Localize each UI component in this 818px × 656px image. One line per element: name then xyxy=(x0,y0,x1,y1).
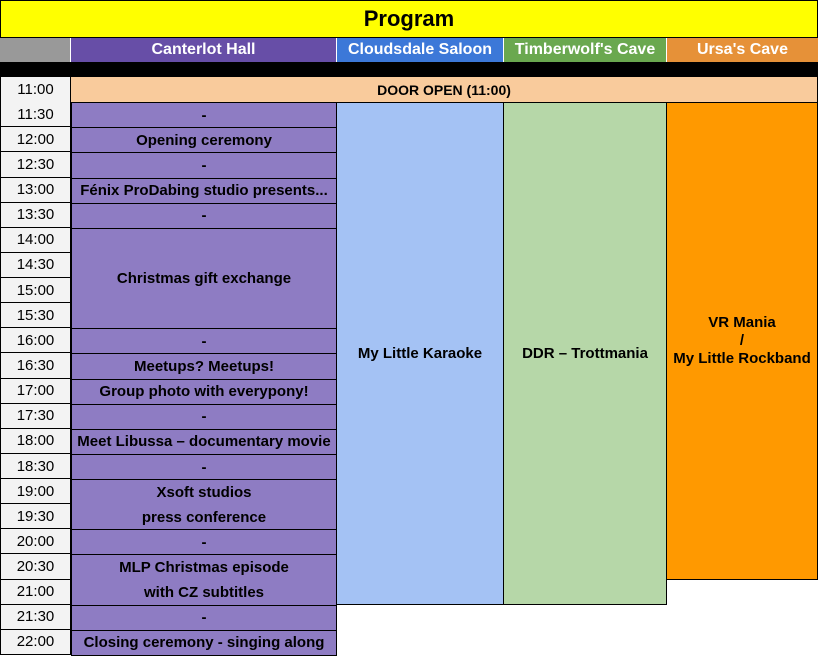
canterlot-event-line: MLP Christmas episode xyxy=(119,559,289,577)
page-title: Program xyxy=(0,0,818,38)
ursa-event-line3: My Little Rockband xyxy=(673,350,811,367)
canterlot-event: - xyxy=(71,153,337,179)
room-header-ursas-cave: Ursa's Cave xyxy=(667,38,818,62)
time-slot: 22:00 xyxy=(0,629,71,655)
room-header-timberwolfs-cave: Timberwolf's Cave xyxy=(504,38,667,62)
time-slot: 18:30 xyxy=(0,453,71,480)
door-open-banner: DOOR OPEN (11:00) xyxy=(71,77,818,103)
canterlot-event: Meet Libussa – documentary movie xyxy=(71,429,337,455)
time-slot: 14:00 xyxy=(0,227,71,253)
ursa-event-line2: / xyxy=(739,332,745,349)
ursa-event-vr-mania: VR Mania / My Little Rockband xyxy=(667,103,818,580)
canterlot-event: - xyxy=(71,329,337,355)
time-slot: 16:30 xyxy=(0,353,71,379)
canterlot-event: Closing ceremony - singing along xyxy=(71,630,337,656)
time-slot: 17:00 xyxy=(0,378,71,404)
time-slot: 19:30 xyxy=(0,504,71,530)
time-slot: 19:00 xyxy=(0,479,71,505)
canterlot-event: - xyxy=(71,203,337,229)
room-header-canterlot-hall: Canterlot Hall xyxy=(71,38,337,62)
time-column-header xyxy=(0,38,71,62)
time-slot: 17:30 xyxy=(0,403,71,429)
time-slot: 14:30 xyxy=(0,252,71,279)
canterlot-event-line: with CZ subtitles xyxy=(144,584,264,602)
ursa-event-line1: VR Mania xyxy=(708,314,776,331)
canterlot-event: Group photo with everypony! xyxy=(71,379,337,405)
cloudsdale-event-karaoke: My Little Karaoke xyxy=(337,103,504,605)
time-slot: 11:00 xyxy=(0,77,71,103)
canterlot-event: Meetups? Meetups! xyxy=(71,354,337,380)
canterlot-event: MLP Christmas episode with CZ subtitles xyxy=(71,555,337,606)
canterlot-event: - xyxy=(71,404,337,430)
canterlot-event-line: press conference xyxy=(141,509,267,527)
time-slot: 15:30 xyxy=(0,303,71,329)
time-slot: 13:30 xyxy=(0,202,71,228)
canterlot-event: Fénix ProDabing studio presents... xyxy=(71,178,337,204)
time-slot: 11:30 xyxy=(0,102,71,128)
canterlot-event: - xyxy=(71,454,337,481)
time-slot: 12:00 xyxy=(0,127,71,153)
time-slot: 12:30 xyxy=(0,152,71,178)
time-slot: 20:00 xyxy=(0,529,71,555)
time-slot: 21:30 xyxy=(0,604,71,630)
canterlot-event-line: Xsoft studios xyxy=(156,484,252,502)
header-divider xyxy=(0,62,818,77)
canterlot-event: - xyxy=(71,605,337,631)
time-slot: 18:00 xyxy=(0,428,71,454)
time-slot: 13:00 xyxy=(0,177,71,203)
room-header-cloudsdale-saloon: Cloudsdale Saloon xyxy=(337,38,504,62)
time-slot: 20:30 xyxy=(0,554,71,580)
canterlot-event: Xsoft studios press conference xyxy=(71,480,337,531)
timberwolf-event-ddr: DDR – Trottmania xyxy=(504,103,667,605)
time-slot: 21:00 xyxy=(0,579,71,605)
time-slot: 15:00 xyxy=(0,278,71,304)
canterlot-event: Christmas gift exchange xyxy=(71,228,337,330)
time-slot: 16:00 xyxy=(0,328,71,354)
canterlot-event: Opening ceremony xyxy=(71,128,337,154)
canterlot-event: - xyxy=(71,530,337,556)
canterlot-event: - xyxy=(71,103,337,129)
